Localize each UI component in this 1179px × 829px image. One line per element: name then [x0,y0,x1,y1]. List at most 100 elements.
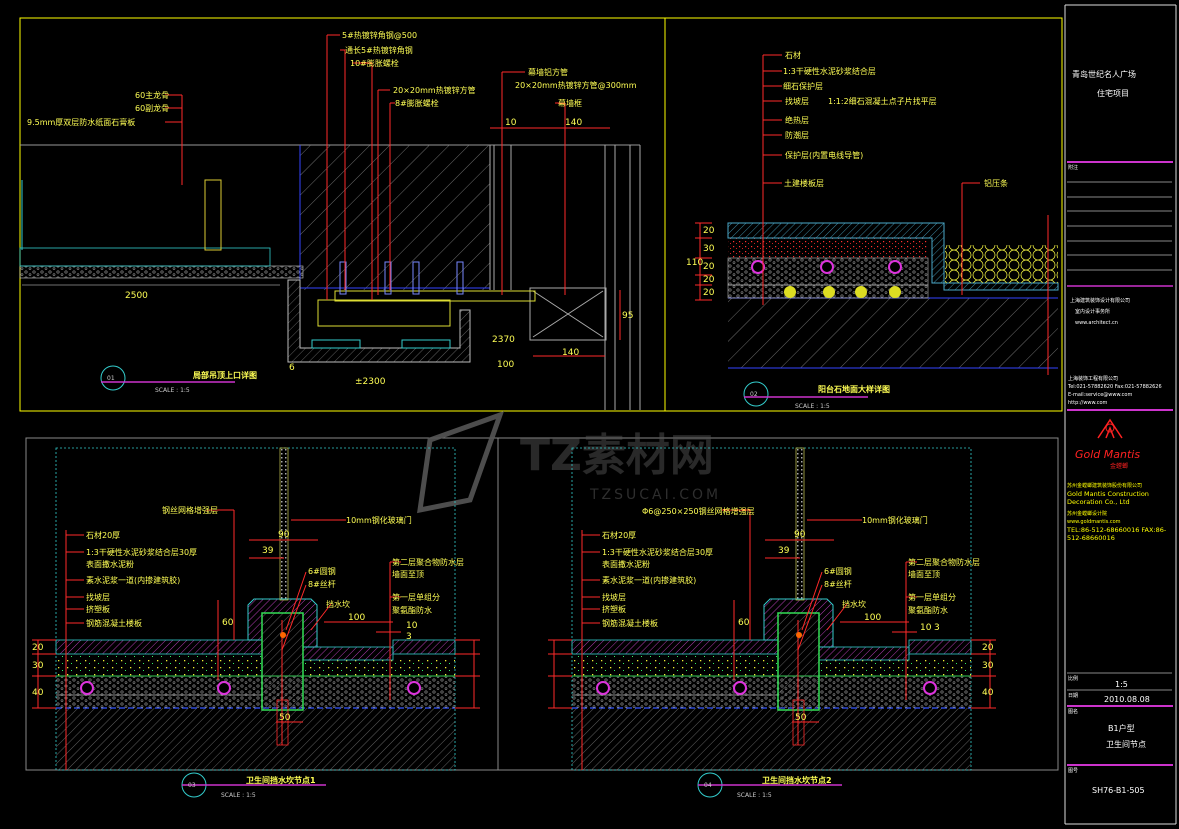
label: 1:3干硬性水泥砂浆结合层30厚 [86,547,197,557]
scale-label: 比例 [1068,675,1078,682]
label: 6#圆钢 [824,566,852,576]
drawing-number: 02 [750,391,758,398]
label: 钢筋混凝土楼板 [86,618,142,628]
label: 幕墙框 [558,98,582,108]
contractor-name: 上海装饰工程有限公司 [1068,375,1118,382]
dim: 20 [703,275,715,285]
dim: 39 [778,546,790,556]
date-label: 日期 [1068,693,1078,699]
label: 20×20mm热镀锌方管@300mm [515,80,637,90]
drawing-scale: SCALE : 1:5 [737,792,772,799]
dim: 90 [278,530,290,540]
dim: 95 [622,311,633,321]
drawing-03-curb-detail: 钢丝网格增强层 10mm钢化玻璃门 石材20厚 1:3干硬性水泥砂浆结合层30厚… [31,447,481,799]
label: 钢丝网格增强层 [162,505,218,515]
label: 1:1:2细石混凝土点子片找平层 [828,96,937,106]
label: 表面撒水泥粉 [602,559,650,569]
label: 6#圆钢 [308,566,336,576]
label: 挤塑板 [602,604,626,614]
date-value: 2010.08.08 [1104,695,1150,704]
dim: 20 [32,643,44,653]
label: 找坡层 [785,96,809,106]
label: 石材 [785,50,801,60]
label: 找坡层 [86,592,110,602]
company-tel: TEL:86-512-68660016 FAX:86-512-68660016 [1067,526,1167,542]
drawing-02-floor-detail: 石材 1:3干硬性水泥砂浆结合层 细石保护层 找坡层 1:1:2细石混凝土点子片… [686,50,1059,410]
dim-level: ±2300 [355,377,386,387]
label: 墙面至顶 [392,569,424,579]
dim: 20 [982,643,994,653]
dim: 39 [262,546,274,556]
sheet-frame [19,4,1177,825]
label: 挡水坎 [842,599,866,609]
drawing-number: 01 [107,375,115,382]
label: 挡水坎 [326,599,350,609]
label: 8#膨胀螺栓 [395,98,439,108]
label: 1:3干硬性水泥砂浆结合层 [783,66,876,76]
contractor-tel: Tel:021-57882620 Fax:021-57882626 [1067,384,1162,390]
label: 第二层聚合物防水层 [392,557,464,567]
project-sub: 住宅项目 [1097,88,1129,98]
dim: 20 [703,262,715,272]
label: 10mm钢化玻璃门 [346,515,412,525]
label: 8#丝杆 [308,579,336,589]
label: 10mm钢化玻璃门 [862,515,928,525]
label: 墙面至顶 [908,569,940,579]
label: 挤塑板 [86,604,110,614]
drawing-caption: 局部吊顶上口详图 [192,370,257,380]
label: 铝压条 [984,178,1008,188]
title-block: 青岛世纪名人广场 住宅项目 附注 上海建筑装饰设计有限公司 室内设计事务所 ww… [1067,69,1173,795]
label: 素水泥浆一道(内掺建筑胶) [86,575,180,585]
project-name: 青岛世纪名人广场 [1072,69,1136,79]
dim: 40 [32,688,44,698]
dim: 10 [406,621,418,631]
drawing-scale: SCALE : 1:5 [155,387,190,394]
dim-level2: 2370 [492,335,515,345]
label: 5#热镀锌角钢@500 [342,30,417,40]
label: 土建楼板层 [784,178,824,188]
dim: 20 [703,226,715,236]
design-dept: 苏州金螳螂设计院 [1067,510,1107,517]
logo-cn: 金螳螂 [1110,462,1128,470]
dim: 10 [920,623,932,633]
gold-mantis-logo: Gold Mantis 金螳螂 [1075,418,1140,470]
drawing-number: 03 [188,782,196,789]
drawing-caption: 卫生间挡水坎节点2 [762,775,832,785]
label: 10#膨胀螺栓 [350,58,399,68]
label: 聚氨酯防水 [392,605,432,615]
dim: 60 [738,618,750,628]
company-en: Gold Mantis Construction Decoration Co.,… [1067,490,1149,506]
dim: 3 [934,623,940,633]
label: 通长5#热镀锌角钢 [345,45,413,55]
dim: 30 [703,244,715,254]
dim: 90 [794,530,806,540]
label: 第一层单组分 [392,592,440,602]
dim: 3 [406,632,412,642]
label: 20×20mm热镀锌方管 [393,85,476,95]
drawing-04-curb-detail: Φ6@250×250钢丝网格增强层 10mm钢化玻璃门 石材20厚 1:3干硬性… [547,447,997,799]
label: 8#丝杆 [824,579,852,589]
label: 表面撒水泥粉 [86,559,134,569]
label: 素水泥浆一道(内掺建筑胶) [602,575,696,585]
drawing-no-label: 图号 [1068,768,1078,774]
drawing-01-ceiling-detail: 60主龙骨 60副龙骨 9.5mm厚双层防水纸面石膏板 5#热镀锌角钢@500 … [19,30,641,410]
label: 石材20厚 [86,530,120,540]
scale-value: 1:5 [1115,680,1128,689]
drawing-scale: SCALE : 1:5 [795,403,830,410]
label: 聚氨酯防水 [908,605,948,615]
company-cn: 苏州金螳螂建筑装饰股份有限公司 [1067,482,1142,489]
label: 细石保护层 [783,81,823,91]
drawing-caption: 卫生间挡水坎节点1 [246,775,316,785]
watermark-sub: TZSUCAI.COM [589,487,721,503]
dim: 100 [864,613,881,623]
dim: 10 [505,118,517,128]
dim: 20 [703,288,715,298]
notes-label: 附注 [1068,164,1078,171]
label: 找坡层 [602,592,626,602]
dim: 6 [289,363,295,373]
label: 1:3干硬性水泥砂浆结合层30厚 [602,547,713,557]
contractor-web: http://www.com [1068,400,1108,406]
drawing-caption: 阳台石地面大样详图 [818,384,890,394]
dim: 100 [348,613,365,623]
